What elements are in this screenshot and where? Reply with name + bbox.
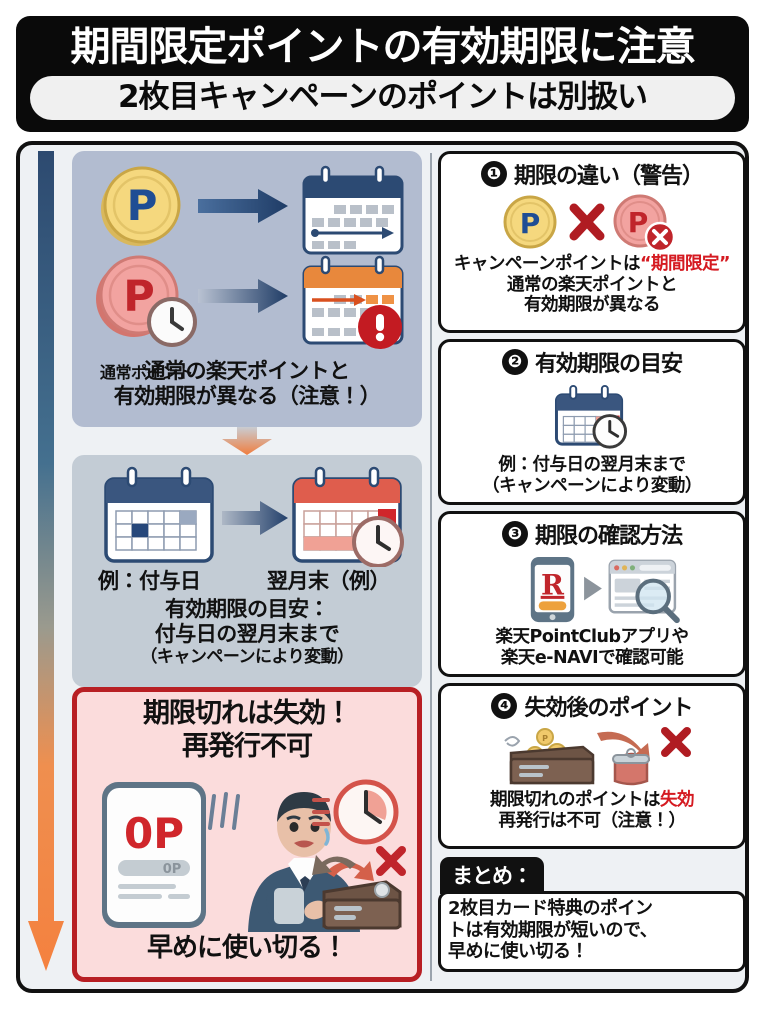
phone-small-text: 0P [163, 862, 182, 877]
limited-coin-icon: P [613, 194, 676, 252]
card2-body-line2: （キャンペーンにより変動） [482, 475, 702, 496]
page-subtitle: 2枚目キャンペーンのポイントは別扱い [117, 79, 648, 116]
limited-point-coin-icon: P [96, 255, 197, 348]
summary-block: まとめ： 2枚目カード特典のポイン トは有効期限が短いので、 早めに使い切る！ [438, 857, 745, 973]
gold-coin-icon: P [503, 195, 557, 249]
coin-vs-coin-icons: P P [503, 194, 676, 252]
card2-header: ❷ 有効期限の目安 [447, 346, 737, 378]
arrow-right-gradient-icon [222, 501, 288, 536]
red-coin-purse-icon [612, 748, 650, 786]
header-subtitle-pill: 2枚目キャンペーンのポイントは別扱い [30, 76, 735, 121]
card-expiry-guideline[interactable]: ❷ 有効期限の目安 [438, 339, 745, 506]
red-x-icon [569, 203, 605, 241]
normal-point-label: 通常ポイント [100, 363, 194, 383]
wallet-icon [322, 880, 402, 930]
vertical-gradient-arrow-icon [28, 151, 64, 972]
card4-body-line1-highlight: 失効 [660, 790, 695, 811]
wallet-transfer-icons: P P P [504, 727, 691, 786]
warning-footer: 早めに使い切る！ [146, 933, 348, 964]
calendar-grant-date-icon [104, 467, 214, 564]
calendar-normal-icon [302, 166, 404, 255]
card1-body-line1-pre: キャンペーンポイントは [453, 254, 641, 275]
column-divider [430, 153, 432, 982]
motion-lines-icon [208, 792, 240, 831]
left-panel2-caption-line2: 付与日の翌月末まで [154, 621, 340, 646]
arrow-right-gray-icon [584, 576, 602, 601]
card4-title: 失効後のポイント [524, 696, 693, 722]
calendar-limited-icon [302, 256, 404, 350]
calendar-clock-icon [554, 385, 628, 449]
card2-number: ❷ [501, 349, 528, 376]
flow-arrow-column [20, 145, 72, 989]
card3-body-line2: 楽天e-NAVIで確認可能 [500, 647, 684, 668]
warning-title-line1: 期限切れは失効！ [143, 698, 352, 730]
card4-header: ❹ 失効後のポイント [447, 690, 737, 722]
calendar-right-label: 翌月末（例） [267, 569, 391, 594]
summary-line1: 2枚目カード特典のポイン [448, 898, 653, 920]
brown-wallet-icon [509, 745, 595, 785]
card1-body-line3: 有効期限が異なる [524, 295, 661, 316]
left-panel1-caption-line2: 有効期限が異なる（注意！） [113, 384, 381, 409]
left-panel2-caption-line3: （キャンペーンにより変動） [140, 646, 354, 667]
card1-body-line1: キャンペーンポイントは“期間限定” [453, 254, 731, 275]
app-and-browser-icons: R [530, 557, 680, 624]
svg-text:P: P [542, 734, 548, 743]
card1-title: 期限の違い（警告） [513, 164, 704, 190]
page-title: 期間限定ポイントの有効期限に注意 [70, 24, 696, 70]
left-panel-expired-warning: 期限切れは失効！ 再発行不可 0P 0P [72, 687, 422, 983]
header-banner: 期間限定ポイントの有効期限に注意 2枚目キャンペーンのポイントは別扱い [16, 16, 749, 133]
summary-tab-label: まとめ： [440, 857, 544, 895]
red-x-icon [661, 727, 691, 758]
left-panel2-caption-line1: 有効期限の目安： [165, 597, 330, 622]
card3-body-line1: 楽天PointClubアプリや [495, 627, 690, 648]
smartphone-icon: 0P 0P [102, 782, 206, 929]
panel-connector [72, 427, 422, 456]
left-panel-point-types: P [72, 151, 422, 428]
card2-title: 有効期限の目安 [534, 352, 683, 378]
warning-title-line2: 再発行不可 [182, 731, 313, 763]
rakuten-app-phone-icon: R [530, 557, 575, 623]
card4-body-line1-pre: 期限切れのポイントは [490, 790, 661, 811]
card1-header: ❶ 期限の違い（警告） [447, 158, 737, 190]
svg-text:P: P [628, 206, 649, 239]
arrow-down-orange-icon [222, 427, 272, 456]
card4-number: ❹ [491, 693, 518, 720]
calendar-left-label: 例：付与日 [98, 569, 201, 594]
card3-title: 期限の確認方法 [534, 524, 683, 550]
card4-body-line2: 再発行は不可（注意！） [498, 810, 687, 831]
summary-line3: 早めに使い切る！ [448, 941, 589, 963]
left-panel-expiry-example: 例：付与日 翌月末（例） 有効期限の目安： 付与日の翌月末まで （キャンペーンに… [72, 455, 422, 688]
card3-header: ❸ 期限の確認方法 [447, 518, 737, 550]
worried-man-illustration: 0P 0P [102, 779, 406, 933]
point-vs-calendar-illustration: P [96, 166, 404, 350]
red-x-icon [376, 846, 406, 877]
card-expiry-difference[interactable]: ❶ 期限の違い（警告） P P [438, 151, 745, 334]
card-after-expiry[interactable]: ❹ 失効後のポイント P P P [438, 683, 745, 850]
normal-point-coin-icon: P [101, 166, 181, 247]
calendar-month-end-icon [292, 467, 404, 569]
calendar-to-calendar-illustration [104, 467, 404, 569]
card1-number: ❶ [480, 161, 507, 188]
card4-body-line1: 期限切れのポイントは失効 [490, 790, 695, 811]
card3-number: ❸ [501, 521, 528, 548]
phone-big-text: 0P [124, 809, 184, 858]
arrow-right-blue-icon [198, 189, 288, 224]
body-frame: P [16, 141, 749, 994]
card-how-to-check[interactable]: ❸ 期限の確認方法 R [438, 511, 745, 678]
card2-body-line1: 例：付与日の翌月末まで [498, 455, 687, 476]
summary-line2: トは有効期限が短いので、 [448, 919, 658, 941]
right-column: ❶ 期限の違い（警告） P P [432, 145, 745, 989]
card1-body-line1-highlight: “期間限定” [640, 254, 731, 275]
browser-window-icon [608, 559, 680, 624]
double-arrow-icon [312, 855, 374, 882]
clock-icon [312, 779, 399, 845]
left-column: P [72, 145, 430, 989]
arrow-right-fade-icon [198, 279, 288, 314]
card1-body-line2: 通常の楽天ポイントと [507, 274, 678, 295]
summary-box: 2枚目カード特典のポイン トは有効期限が短いので、 早めに使い切る！ [438, 891, 745, 973]
svg-text:P: P [127, 181, 158, 230]
left-panel1-caption-line1: 通常の楽天ポイントと [144, 359, 351, 384]
svg-text:P: P [520, 207, 541, 240]
